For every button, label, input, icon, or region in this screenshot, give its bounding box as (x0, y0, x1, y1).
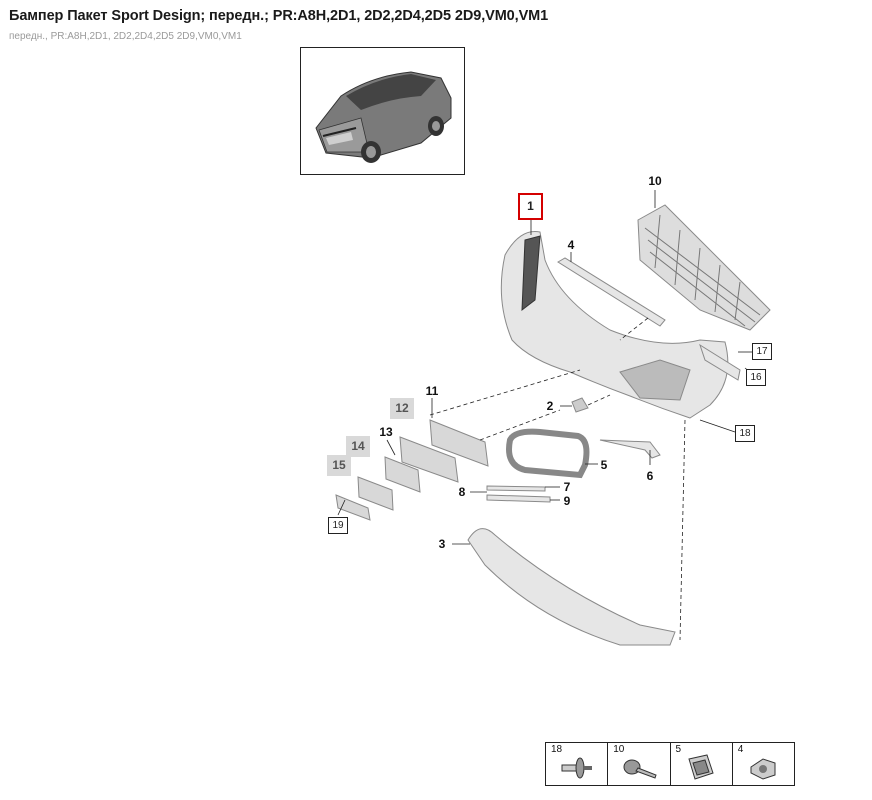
fastener-label: 10 (613, 744, 625, 755)
callout-2[interactable]: 2 (546, 399, 554, 413)
fastener-label: 5 (675, 744, 682, 755)
strip-part-9 (486, 494, 551, 503)
leader-lines (429, 317, 686, 641)
bracket-part-14 (357, 476, 394, 511)
callout-5[interactable]: 5 (600, 458, 608, 472)
bracket-part-11 (429, 419, 489, 467)
vehicle-thumbnail (300, 47, 465, 175)
callout-8[interactable]: 8 (458, 485, 466, 499)
callout-9[interactable]: 9 (563, 494, 571, 508)
surround-part-5 (506, 428, 590, 479)
callout-19[interactable]: 19 (328, 517, 348, 534)
screw-icon (623, 759, 657, 779)
fastener-cell-4[interactable]: 4 (733, 743, 794, 785)
bracket-part-12 (399, 436, 459, 483)
callout-3[interactable]: 3 (438, 537, 446, 551)
callout-17[interactable]: 17 (752, 343, 772, 360)
fastener-label: 4 (737, 744, 744, 755)
callout-14[interactable]: 14 (346, 436, 370, 457)
push-rivet-icon (561, 757, 592, 779)
cap-part-2 (571, 397, 589, 413)
page-subtitle: передн., PR:A8H,2D1, 2D2,2D4,2D5 2D9,VM0… (9, 31, 242, 42)
lower-spoiler-part (467, 528, 676, 646)
callout-7[interactable]: 7 (563, 480, 571, 494)
callout-11[interactable]: 11 (425, 384, 439, 398)
bracket-part-16 (699, 343, 741, 381)
callout-10[interactable]: 10 (648, 174, 662, 188)
fastener-legend: 18 10 5 4 (545, 742, 795, 786)
fastener-cell-10[interactable]: 10 (608, 743, 671, 785)
fastener-label: 18 (551, 744, 563, 755)
callout-13[interactable]: 13 (379, 425, 393, 439)
callout-16[interactable]: 16 (746, 369, 766, 386)
callout-6[interactable]: 6 (646, 469, 654, 483)
page-title: Бампер Пакет Sport Design; передн.; PR:A… (9, 8, 549, 24)
clip-nut-icon (687, 754, 714, 780)
fastener-cell-18[interactable]: 18 (546, 743, 609, 785)
car-illustration (315, 71, 452, 163)
expanding-clip-icon (750, 758, 776, 780)
callout-18[interactable]: 18 (735, 425, 755, 442)
callout-15[interactable]: 15 (327, 455, 351, 476)
strip-part-4 (557, 257, 666, 327)
callout-12[interactable]: 12 (390, 398, 414, 419)
fastener-cell-5[interactable]: 5 (671, 743, 733, 785)
grille-part (637, 204, 771, 331)
callout-4[interactable]: 4 (567, 238, 575, 252)
callout-1-selected[interactable]: 1 (518, 193, 543, 220)
bracket-part-13 (384, 456, 421, 493)
strip-part-7 (486, 485, 546, 492)
trim-part-6 (599, 439, 661, 459)
